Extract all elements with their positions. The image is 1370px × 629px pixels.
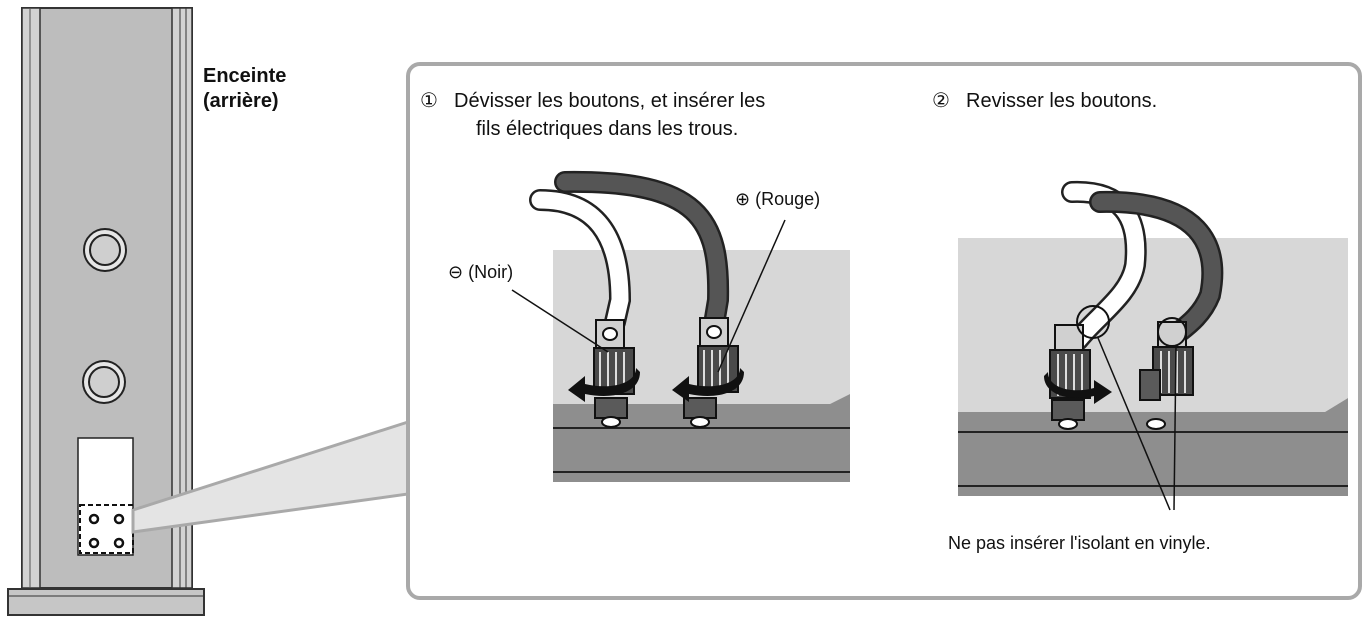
tighten-arrow [1044,372,1112,404]
positive-leader [717,219,786,373]
step2-negative-terminal [1049,324,1091,430]
step1-text-line2: fils électriques dans les trous. [476,118,739,140]
insulation-circle-left [1076,305,1110,339]
negative-leader [511,289,609,353]
step2-line: ② Revisser les boutons. [932,88,1157,114]
speaker-rear [7,7,205,616]
note-leader-left [1097,337,1171,511]
positive-terminal [683,317,739,428]
note-leader-right [1173,345,1177,511]
step1-line1: ① Dévisser les boutons, et insérer les [420,88,765,114]
unscrew-arrow-positive [672,368,744,402]
terminal-screws [88,513,125,549]
speaker-label-line1: Enceinte [203,65,287,87]
port-upper [83,228,127,272]
step2-number: ② [932,90,950,112]
terminal-plate [77,437,134,556]
positive-label: ⊕ (Rouge) [735,189,821,209]
unscrew-arrow-negative [568,368,640,402]
step1-text-line1: Dévisser les boutons, et insérer les [454,90,766,112]
insulation-circle-right [1157,317,1187,347]
insulation-note: Ne pas insérer l'isolant en vinyle. [948,533,1211,553]
speaker-left-edge [21,7,41,589]
step2-positive-terminal [1139,321,1194,430]
negative-label: ⊖ (Noir) [448,262,514,282]
speaker-label: Enceinte (arrière) [203,64,286,114]
illustration-step1 [511,170,850,482]
speaker-label-line2: (arrière) [203,90,279,112]
illustration-step2 [958,180,1348,511]
port-lower [82,360,126,404]
speaker-base [7,588,205,616]
step2-text: Revisser les boutons. [966,90,1158,112]
step1-number: ① [420,90,438,112]
